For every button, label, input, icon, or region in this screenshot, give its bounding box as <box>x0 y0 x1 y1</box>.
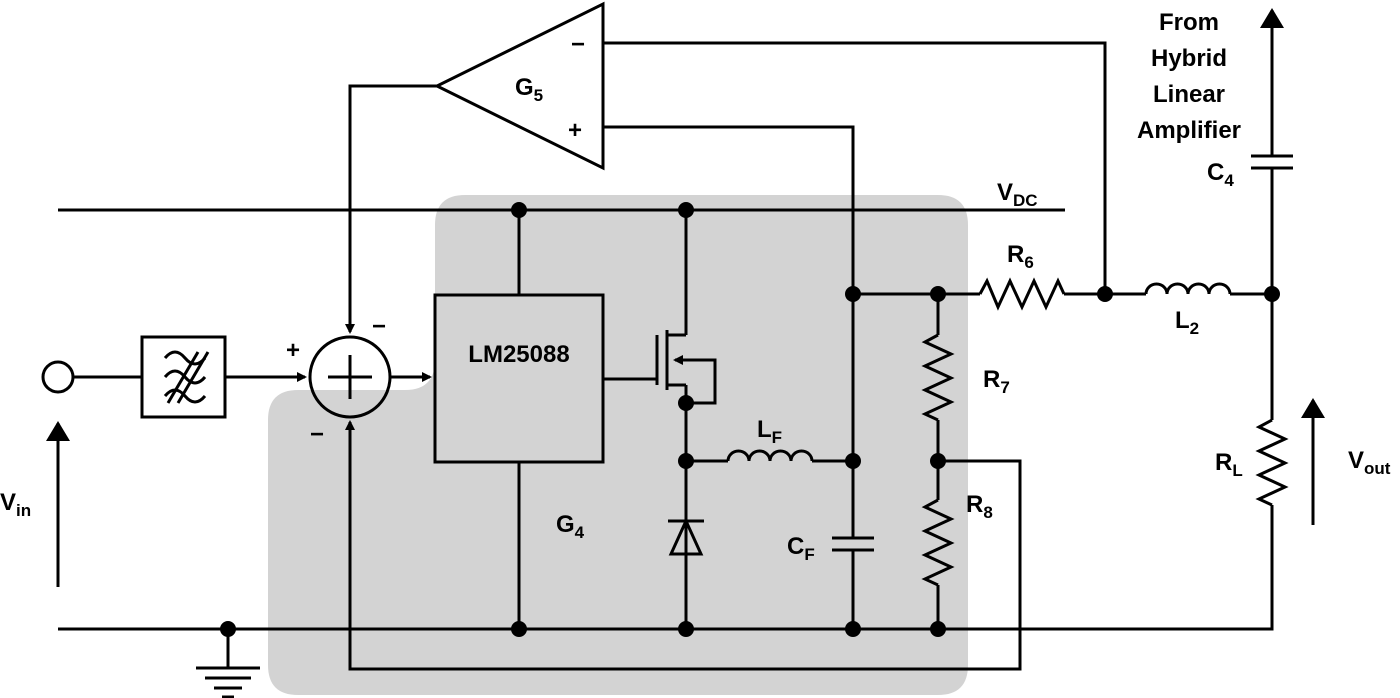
r6-resistor <box>978 277 1066 311</box>
r8-resistor <box>921 498 955 587</box>
from-label-2: Hybrid <box>1151 45 1227 72</box>
cf-capacitor <box>832 536 874 552</box>
divider-feedback-wire <box>345 420 1022 671</box>
ground-rail <box>58 505 1274 631</box>
r6-label: R6 <box>1007 241 1034 272</box>
lf-inductor <box>726 449 814 462</box>
input-terminal-icon[interactable] <box>41 360 75 394</box>
from-label-4: Amplifier <box>1137 117 1241 144</box>
diode-icon <box>668 517 704 556</box>
g5-output-wire <box>345 84 437 334</box>
filter-icon <box>140 335 227 419</box>
g5-minus-sign: − <box>571 31 585 58</box>
vdc-label: VDC <box>997 179 1038 210</box>
g5-label: G5 <box>515 74 543 105</box>
g5-amplifier <box>433 1 605 171</box>
g4-shaded-block <box>268 195 968 695</box>
l2-inductor <box>1144 282 1232 295</box>
g5-plus-sign: + <box>568 117 582 144</box>
cf-label: CF <box>787 533 815 564</box>
sum-plus-sign: + <box>286 337 300 364</box>
rl-resistor <box>1255 418 1289 507</box>
g5-plus-feedback-wire <box>603 125 855 538</box>
sum-minus-top-sign: − <box>372 313 386 340</box>
from-label-1: From <box>1159 9 1219 36</box>
ground-icon <box>196 629 260 698</box>
sum-minus-bottom-sign: − <box>310 421 324 448</box>
rl-label: RL <box>1215 449 1243 480</box>
c4-label: C4 <box>1207 159 1234 190</box>
mosfet-icon <box>603 210 717 405</box>
vin-label: Vin <box>0 489 31 520</box>
from-label-3: Linear <box>1153 81 1225 108</box>
r8-label: R8 <box>966 491 993 522</box>
lf-label: LF <box>757 416 782 447</box>
ic-label: LM25088 <box>468 341 569 368</box>
c4-capacitor <box>1251 154 1293 170</box>
r7-label: R7 <box>983 366 1010 397</box>
junction-dots <box>220 202 1280 637</box>
vout-label: Vout <box>1348 447 1391 478</box>
l2-label: L2 <box>1175 307 1199 338</box>
r7-resistor <box>921 333 955 422</box>
g4-label: G4 <box>556 511 585 542</box>
g5-minus-feedback-wire <box>603 41 1107 294</box>
